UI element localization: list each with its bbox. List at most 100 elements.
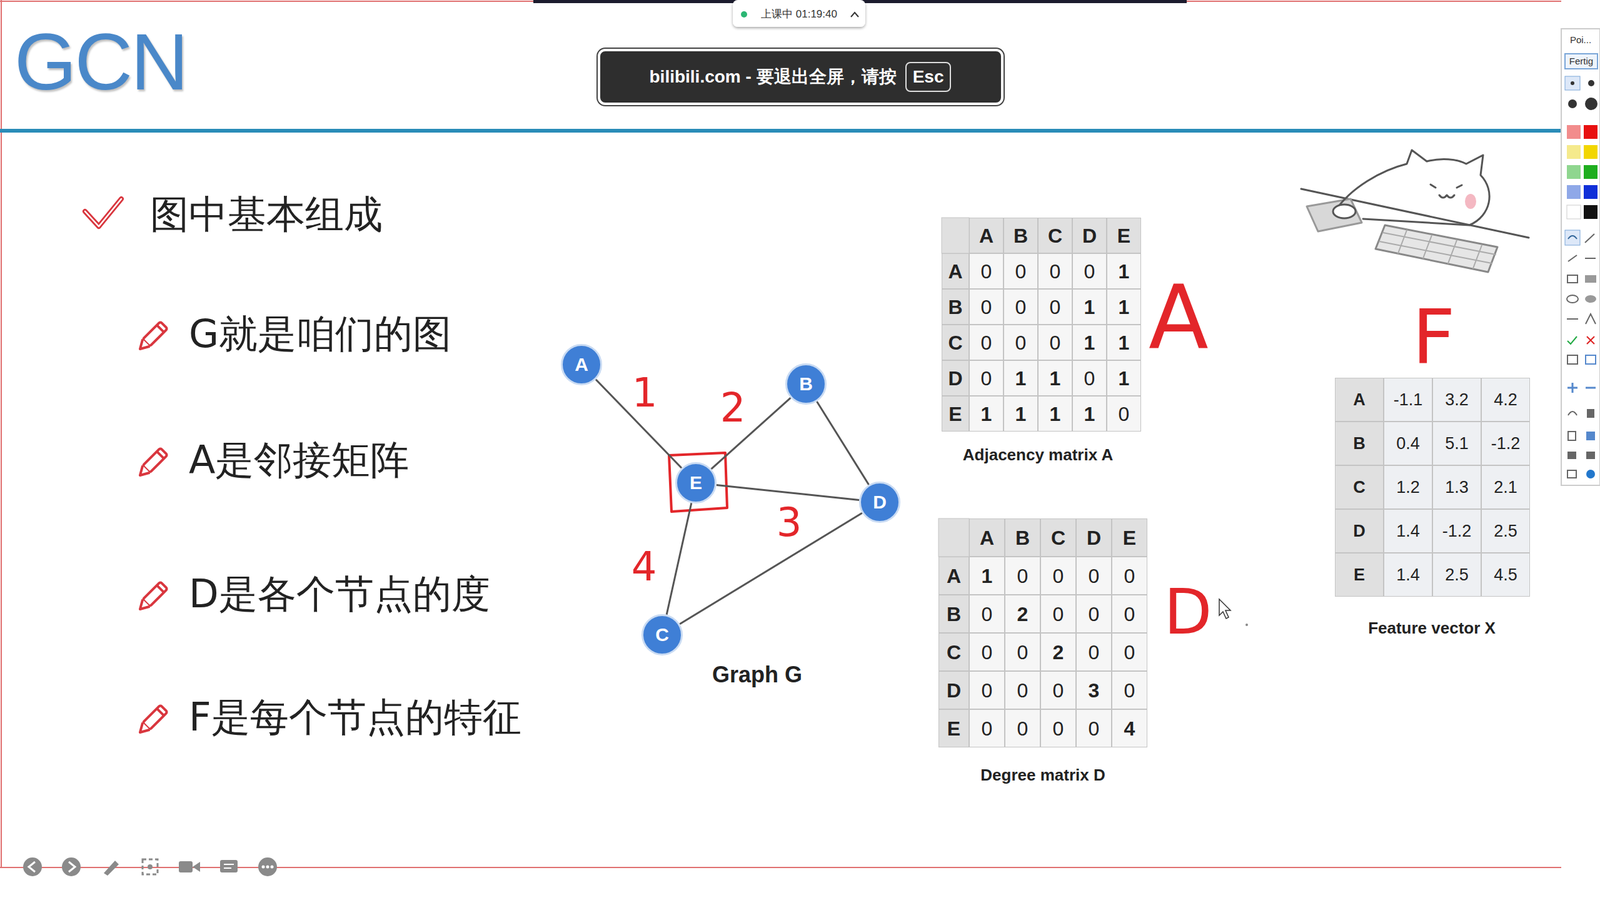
graph-caption: Graph G (712, 661, 803, 688)
mouse-cursor (1219, 598, 1231, 619)
table-cell: 1 (1037, 360, 1073, 396)
edge-number: 3 (776, 502, 803, 543)
table-cell: 0 (969, 709, 1005, 748)
bullet-text: D是各个节点的度 (188, 571, 491, 616)
timer-pill (732, 0, 866, 27)
node-text: Esc (912, 66, 945, 87)
table-header-cell: A (941, 253, 970, 289)
table-header-cell: A (969, 518, 1005, 557)
table-cell: 3 (1076, 670, 1112, 710)
table-cell: 2.5 (1432, 552, 1482, 597)
table-header-cell: A (969, 217, 1004, 254)
graph-node: C (641, 613, 683, 656)
table-cell: 1 (1106, 324, 1142, 361)
dot (1245, 623, 1248, 626)
table-cell: 0 (1072, 360, 1107, 396)
table-cell: 0 (969, 253, 1004, 289)
table-header-cell: E (938, 709, 970, 748)
bullet-text: A是邻接矩阵 (188, 437, 409, 483)
table-header-cell: C (1334, 465, 1384, 509)
table-cell: 4 (1111, 709, 1148, 748)
pencil-icon (136, 321, 167, 353)
node-text: B (799, 373, 813, 395)
table-cell: -1.1 (1383, 377, 1433, 422)
table-cell: 0 (1004, 632, 1041, 671)
table-header-cell: D (938, 670, 970, 710)
table-caption: Degree matrix D (980, 765, 1105, 785)
graph-edge (679, 512, 863, 624)
table-cell: 1.4 (1383, 552, 1433, 597)
table-cell: 0 (969, 632, 1005, 671)
table-cell: 1.4 (1383, 508, 1433, 553)
graph-edge (716, 484, 860, 500)
table-cell: 2.5 (1481, 508, 1530, 553)
table-header-cell: E (1106, 217, 1142, 254)
table-cell: 4.5 (1481, 552, 1530, 597)
table-cell: 0 (1111, 556, 1148, 595)
table-cell: 1 (1003, 360, 1038, 396)
graph-edge (666, 502, 692, 615)
table-cell: 2.1 (1481, 465, 1530, 509)
table-cell: 0 (1076, 556, 1112, 595)
table-cell: 0 (1040, 670, 1077, 710)
pencil-icon (136, 581, 167, 613)
timer-pill: 上课中 01:19:40 (732, 1, 866, 27)
table-cell: 1 (1106, 360, 1142, 396)
table-header-cell: B (938, 594, 970, 633)
table-cell: 0.4 (1383, 421, 1433, 466)
graph-edge (816, 401, 869, 485)
table-cell: 0 (969, 324, 1004, 361)
table-cell: 0 (1037, 288, 1073, 325)
pencil-icon (136, 447, 167, 479)
table-cell: 1.3 (1432, 465, 1482, 509)
table-cell: 1 (1106, 288, 1142, 325)
graph-node: E (675, 462, 717, 504)
table-header-cell: A (1334, 377, 1384, 422)
handwritten-note: A (1148, 273, 1209, 362)
table-cell: -1.2 (1481, 421, 1530, 466)
check-icon (85, 198, 122, 227)
table-header-cell: D (1072, 217, 1107, 254)
edge-number: 1 (632, 372, 658, 413)
node-text: C (655, 623, 670, 646)
table-cell: 2 (1040, 632, 1077, 671)
table-cell: 1 (969, 395, 1004, 432)
table-cell: 0 (1076, 632, 1112, 671)
table-cell: 0 (969, 670, 1005, 710)
table-cell: 1 (1072, 395, 1107, 432)
edge-number: 2 (720, 387, 746, 428)
table-cell: 5.1 (1432, 421, 1482, 466)
fullscreen-notice: bilibili.com - 要退出全屏，请按 Esc (597, 48, 1004, 106)
title-rule (0, 128, 1562, 133)
graph-node: D (859, 481, 901, 523)
table-cell: 1 (1106, 253, 1142, 289)
chevron-icon (850, 12, 859, 17)
table-header-cell: A (938, 556, 970, 595)
table-cell: 0 (1040, 556, 1077, 595)
handwritten-note: F (1411, 300, 1455, 376)
handwritten-note: D (1163, 580, 1212, 644)
table-cell: 1 (969, 556, 1005, 595)
table-header-cell: B (1004, 518, 1041, 557)
node-text: A (574, 353, 589, 376)
table-cell: 0 (1111, 632, 1148, 671)
table-cell: 0 (1003, 288, 1038, 325)
table-header-cell: D (1076, 518, 1112, 557)
table-cell: 3.2 (1432, 377, 1482, 422)
pencil-icon (136, 704, 167, 736)
table-cell: 0 (969, 594, 1005, 633)
table-corner (938, 518, 970, 557)
table-header-cell: C (941, 324, 970, 361)
node-text: bilibili.com - 要退出全屏，请按 (649, 65, 897, 89)
cat-illustration (1301, 150, 1529, 272)
table-header-cell: B (1003, 217, 1038, 254)
table-header-cell: E (1111, 518, 1148, 557)
table-cell: 0 (1037, 324, 1073, 361)
table-cell: 0 (1076, 709, 1112, 748)
table-cell: 0 (1111, 670, 1148, 710)
table-cell: 1 (1037, 395, 1073, 432)
table-header-cell: C (938, 632, 970, 671)
table-header-cell: D (1334, 508, 1384, 553)
edge-number: 4 (631, 546, 658, 587)
table-cell: 1 (1072, 324, 1107, 361)
